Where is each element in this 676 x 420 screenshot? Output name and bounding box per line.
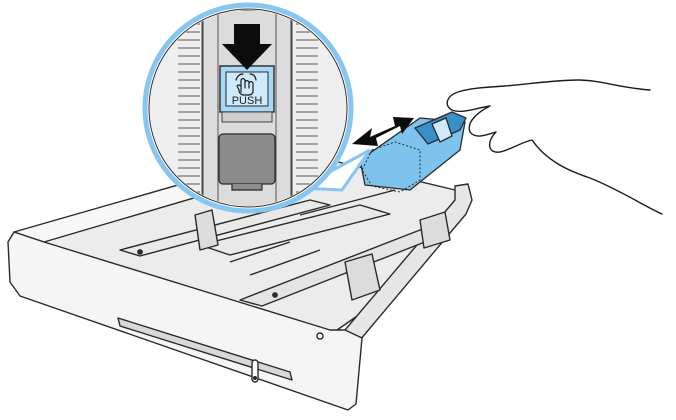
hand-illustration bbox=[446, 79, 663, 215]
callout-inner-border bbox=[148, 8, 348, 208]
double-arrow-icon bbox=[352, 117, 414, 146]
tray-screw bbox=[272, 292, 278, 298]
tray-paper-level-slot bbox=[251, 359, 259, 383]
push-button-label: PUSH bbox=[232, 95, 263, 107]
tray-paper-level-dot bbox=[253, 376, 257, 380]
tray-screw bbox=[137, 249, 143, 255]
tray-screw bbox=[316, 332, 324, 340]
push-down-arrow-icon bbox=[222, 24, 272, 70]
tray-side-guide bbox=[344, 253, 381, 301]
tray-inner-rail bbox=[199, 204, 391, 256]
paper-tray bbox=[7, 149, 473, 411]
tray-handle-recess bbox=[117, 317, 293, 381]
hand-outline bbox=[446, 79, 663, 215]
length-guide bbox=[359, 111, 467, 193]
tray-side-guide bbox=[194, 209, 219, 251]
length-guide-ghost-outline bbox=[361, 141, 421, 193]
hand-press-icon bbox=[235, 73, 257, 96]
tray-inner-rail bbox=[119, 199, 331, 257]
callout-left-ribs bbox=[178, 23, 200, 193]
tray-side-guide bbox=[419, 211, 451, 249]
tray-front-panel bbox=[7, 231, 363, 411]
length-guide-tab bbox=[431, 117, 453, 143]
callout-slide-latch bbox=[221, 111, 273, 123]
callout-gray-block bbox=[218, 133, 276, 185]
tray-floor-detail bbox=[229, 189, 396, 276]
